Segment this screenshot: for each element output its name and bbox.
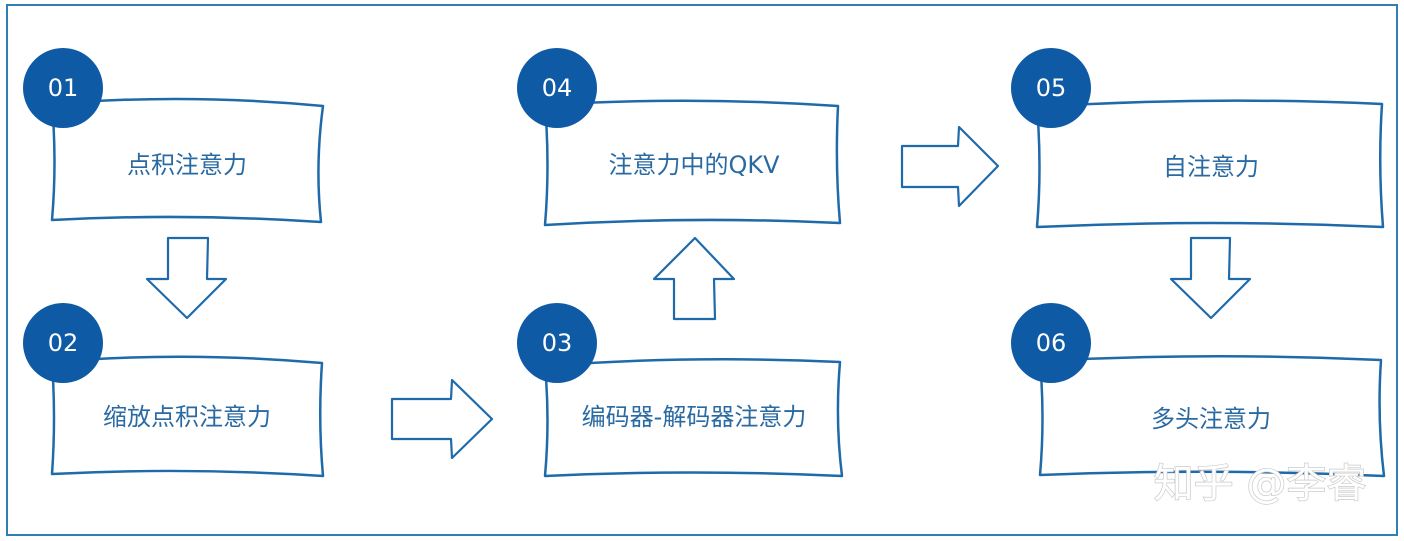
step-05-number: 05 (1036, 74, 1067, 102)
step-05-label: 自注意力 (1163, 153, 1259, 181)
step-02-box (50, 355, 325, 478)
diagram-frame (6, 4, 1398, 536)
step-05-badge (1011, 48, 1091, 128)
arrow-right-04-to-05 (900, 125, 1000, 208)
step-02-label: 缩放点积注意力 (103, 403, 271, 431)
step-01-badge (23, 48, 103, 128)
step-03-label: 编码器-解码器注意力 (582, 403, 807, 431)
watermark: 知乎 @李睿 (1154, 461, 1367, 507)
step-02-badge (23, 303, 103, 383)
step-05: 05 自注意力 (1011, 48, 1385, 229)
step-01: 01 点积注意力 (23, 48, 325, 224)
step-06-number: 06 (1036, 329, 1067, 357)
step-02-number: 02 (48, 329, 79, 357)
step-01-box (50, 97, 325, 224)
step-06: 06 多头注意力 (1011, 303, 1386, 478)
arrow-down-01-to-02 (145, 236, 228, 320)
step-04-badge (517, 48, 597, 128)
step-03-box (543, 358, 844, 478)
step-01-number: 01 (48, 74, 79, 102)
arrow-down-05-to-06 (1169, 236, 1252, 320)
step-06-badge (1011, 303, 1091, 383)
step-01-label: 点积注意力 (127, 151, 247, 179)
step-05-box (1035, 99, 1385, 229)
step-04-label: 注意力中的QKV (608, 151, 780, 179)
arrow-up-03-to-04 (652, 236, 736, 321)
step-04: 04 注意力中的QKV (517, 48, 842, 227)
arrow-right-02-to-03 (390, 378, 494, 460)
step-03: 03 编码器-解码器注意力 (517, 303, 844, 478)
step-06-label: 多头注意力 (1151, 405, 1271, 433)
step-03-number: 03 (542, 329, 573, 357)
step-06-box (1038, 354, 1386, 478)
step-04-number: 04 (542, 74, 573, 102)
step-03-badge (517, 303, 597, 383)
step-02: 02 缩放点积注意力 (23, 303, 325, 478)
step-04-box (543, 99, 842, 227)
